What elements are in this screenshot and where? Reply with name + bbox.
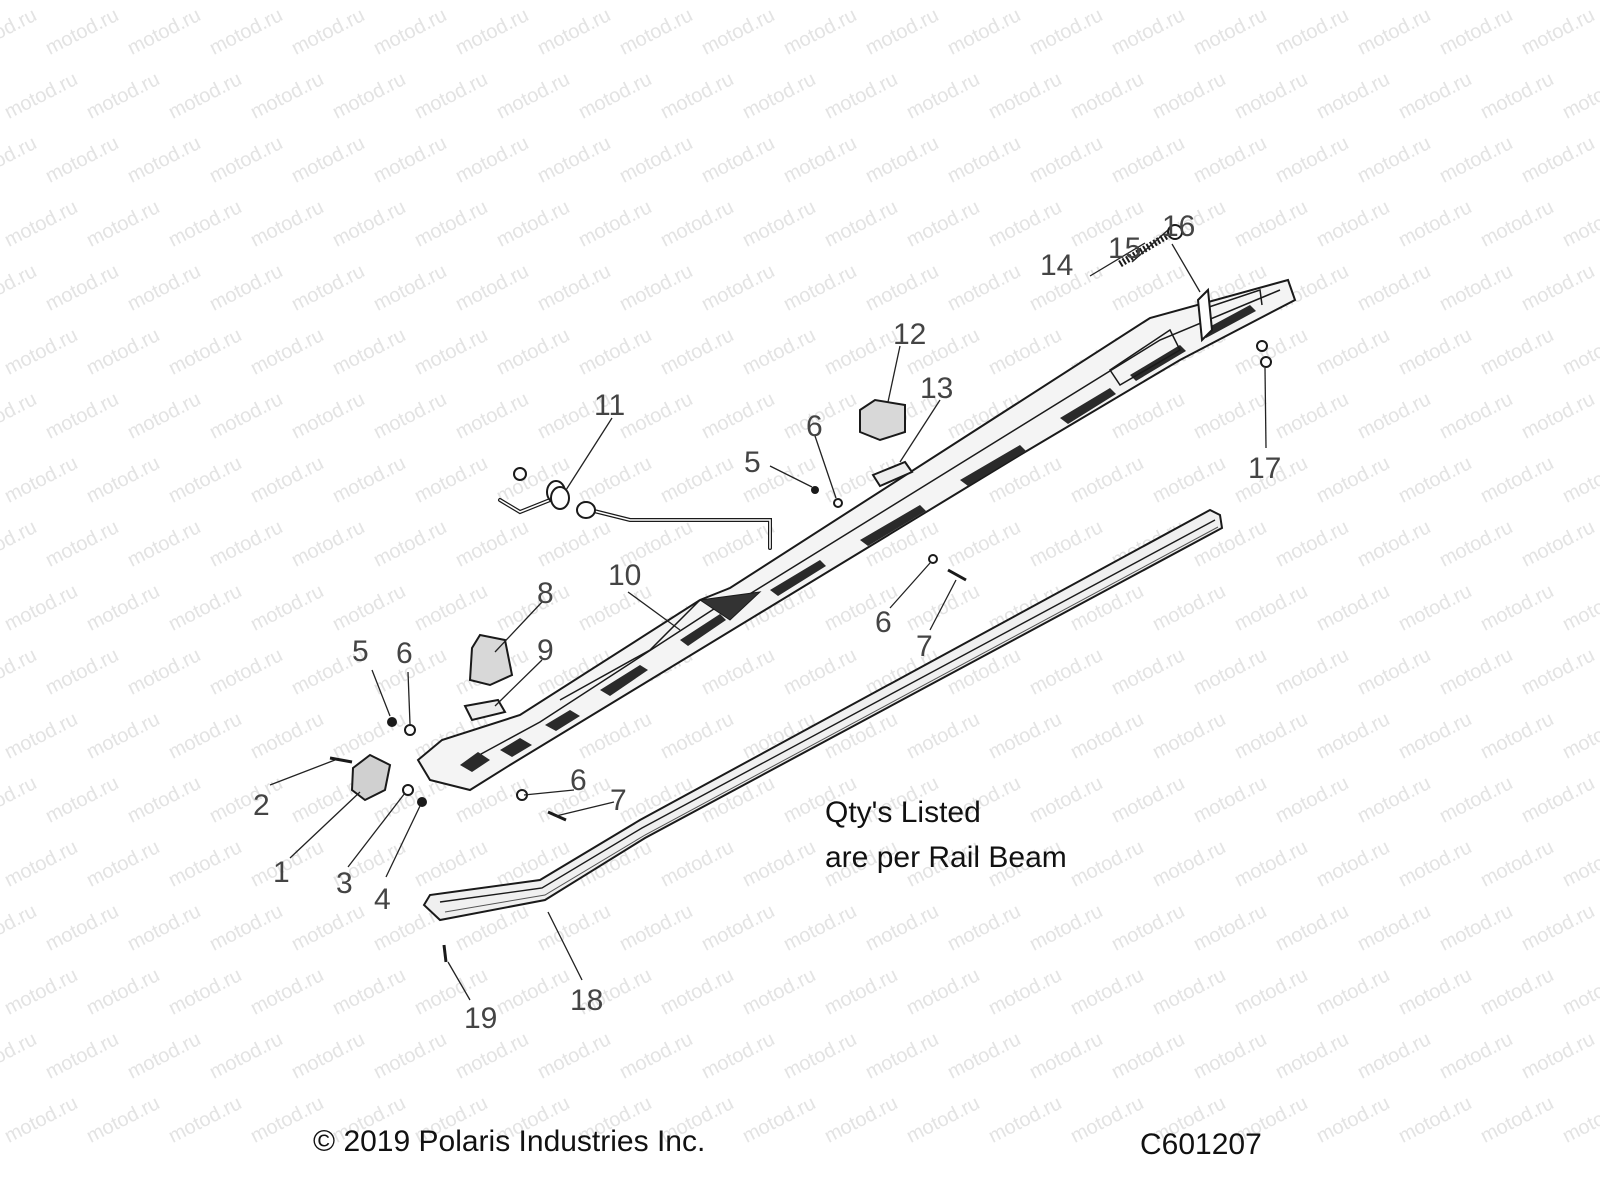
callout-numbers: 1 2 3 4 5 6 8 9 10 11 12 13 14 15 16 17 … <box>253 210 1281 1035</box>
callout-18: 18 <box>570 984 603 1017</box>
slide-rail <box>422 508 1224 922</box>
callout-6b: 6 <box>570 764 587 797</box>
callout-6a: 6 <box>396 637 413 670</box>
callout-3: 3 <box>336 867 353 900</box>
note-line-2: are per Rail Beam <box>825 841 1067 874</box>
callout-12: 12 <box>893 318 926 351</box>
diagram-code: C601207 <box>1140 1128 1262 1161</box>
callout-7b: 7 <box>916 630 933 663</box>
callout-6d: 6 <box>875 606 892 639</box>
stop-block <box>859 398 914 488</box>
callout-10: 10 <box>608 559 641 592</box>
callout-1: 1 <box>273 856 290 889</box>
bumper-block <box>463 633 514 722</box>
callout-5b: 5 <box>744 446 761 479</box>
callout-13: 13 <box>920 372 953 405</box>
note-line-1: Qty's Listed <box>825 796 981 829</box>
callout-11: 11 <box>594 389 625 422</box>
callout-9: 9 <box>537 634 554 667</box>
leader-lines <box>269 229 1267 1001</box>
callout-15: 15 <box>1108 232 1141 265</box>
quantity-note: Qty's Listed are per Rail Beam <box>825 790 1067 880</box>
threaded-rod <box>1118 224 1214 343</box>
callout-19: 19 <box>464 1002 497 1035</box>
callout-4: 4 <box>374 883 391 916</box>
callout-5a: 5 <box>352 635 369 668</box>
callout-2: 2 <box>253 789 270 822</box>
callout-7a: 7 <box>610 784 627 817</box>
spring-rod <box>498 467 772 550</box>
rail-beam <box>416 278 1297 792</box>
callout-17: 17 <box>1248 452 1281 485</box>
copyright-text: © 2019 Polaris Industries Inc. <box>313 1125 706 1158</box>
tip-block <box>350 753 392 802</box>
callout-8: 8 <box>537 577 554 610</box>
callout-6c: 6 <box>806 410 823 443</box>
callout-16: 16 <box>1162 210 1195 243</box>
callout-14: 14 <box>1040 249 1073 282</box>
